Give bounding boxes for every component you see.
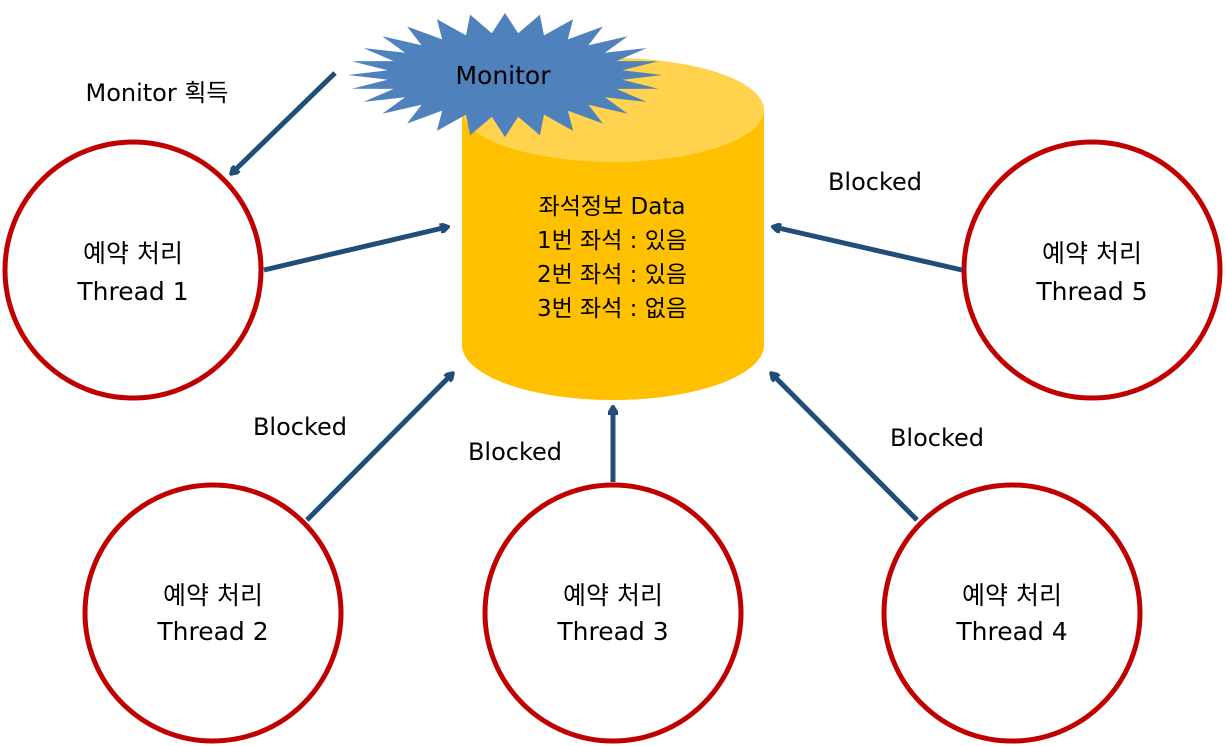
thread-3-title: 예약 처리 [563,581,663,610]
thread-5-arrow [774,227,963,273]
thread-1-node: 예약 처리 Thread 1 [2,139,264,401]
thread-4-circle [881,482,1143,744]
thread-4-name: Thread 4 [955,617,1067,646]
thread-2-title: 예약 처리 [163,581,263,610]
thread-1-circle [2,139,264,401]
thread-5-circle [961,139,1223,401]
thread-3-name: Thread 3 [556,617,668,646]
thread-3-circle [482,482,744,744]
monitor-label: Monitor [455,61,551,90]
thread-5-name: Thread 5 [1035,277,1147,306]
database-seat-1: 1번 좌석 : 있음 [537,228,687,254]
thread-4-arrow [772,374,919,522]
thread-2-arrow [305,374,452,522]
thread-3-node: 예약 처리 Thread 3 [482,482,744,744]
monitor-starburst [348,13,662,137]
blocked-label-thread-2: Blocked [253,413,347,441]
blocked-label-thread-5: Blocked [828,168,922,196]
thread-2-name: Thread 2 [156,617,268,646]
thread-4-node: 예약 처리 Thread 4 [881,482,1143,744]
thread-1-arrow [263,227,447,273]
database-seat-2: 2번 좌석 : 있음 [537,262,687,288]
thread-5-node: 예약 처리 Thread 5 [961,139,1223,401]
database-seat-3: 3번 좌석 : 없음 [537,296,687,322]
thread-2-circle [82,482,344,744]
acquire-arrow [232,71,337,173]
database-body [462,110,764,400]
thread-4-title: 예약 처리 [962,581,1062,610]
blocked-label-thread-3: Blocked [468,438,562,466]
thread-1-title: 예약 처리 [83,239,183,268]
database-title: 좌석정보 Data [539,194,686,220]
thread-5-title: 예약 처리 [1042,239,1142,268]
blocked-label-thread-4: Blocked [890,424,984,452]
acquire-label: Monitor 획득 [85,79,228,107]
thread-1-name: Thread 1 [76,277,188,306]
thread-2-node: 예약 처리 Thread 2 [82,482,344,744]
